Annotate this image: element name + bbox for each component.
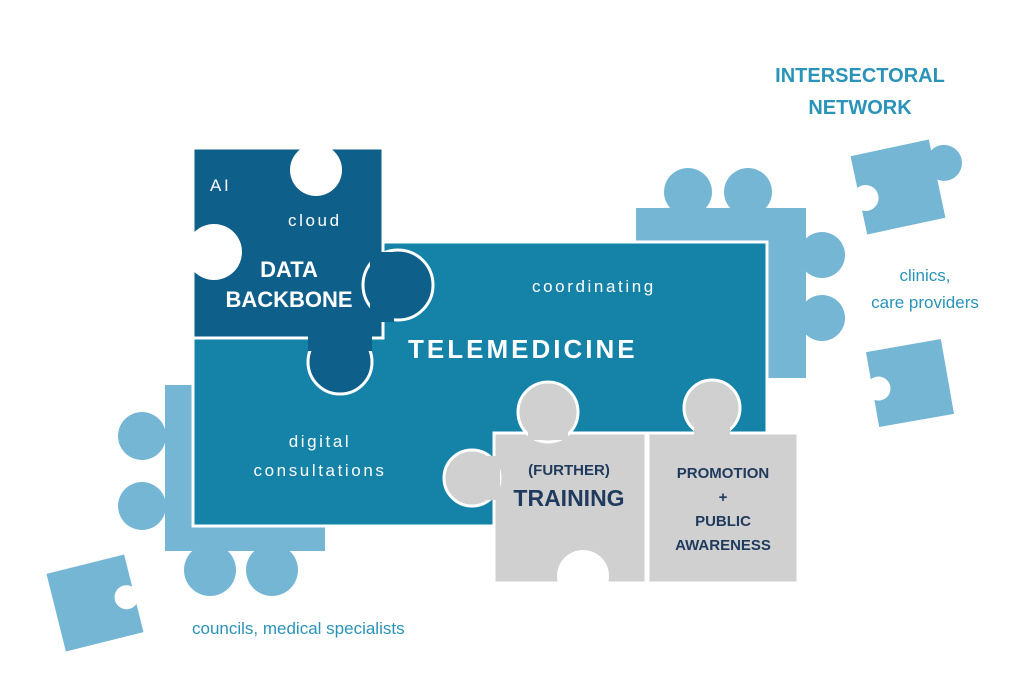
clinics-line-2: care providers	[871, 293, 979, 312]
title-line-2: NETWORK	[808, 97, 912, 119]
clinics-line-1: clinics,	[899, 266, 951, 285]
councils-label: councils, medical specialists	[192, 619, 405, 638]
training-label: (FURTHER) TRAINING	[494, 460, 644, 514]
promotion-line-2: +	[718, 489, 728, 506]
tag-cloud: cloud	[288, 211, 342, 230]
tag-digital-line-2: consultations	[253, 461, 387, 480]
telemedicine-title: TELEMEDICINE	[408, 334, 638, 364]
data-backbone-line-2: BACKBONE	[225, 287, 353, 312]
promotion-label: PROMOTION + PUBLIC AWARENESS	[648, 462, 798, 558]
puzzle-piece-floating-top	[850, 139, 962, 235]
puzzle-piece-floating-middle	[865, 338, 955, 428]
puzzle-piece-promotion	[646, 378, 800, 585]
promotion-line-1: PROMOTION	[676, 465, 770, 482]
clinics-label: clinics, care providers	[840, 262, 1010, 316]
puzzle-piece-data-backbone	[186, 144, 435, 396]
puzzle-piece-floating-bottom	[46, 554, 144, 652]
tag-digital-line-1: digital	[288, 432, 352, 451]
puzzle-piece-training	[442, 380, 648, 602]
training-line-2: TRAINING	[513, 485, 625, 511]
promotion-line-4: AWARENESS	[675, 537, 771, 554]
tag-coordinating: coordinating	[532, 277, 656, 296]
data-backbone-line-1: DATA	[260, 257, 318, 282]
title-line-1: INTERSECTORAL	[775, 65, 945, 87]
tag-ai: AI	[210, 176, 232, 195]
training-line-1: (FURTHER)	[528, 462, 610, 479]
intersectoral-network-title: INTERSECTORAL NETWORK	[740, 60, 980, 124]
promotion-line-3: PUBLIC	[695, 513, 751, 530]
data-backbone-label: DATA BACKBONE	[204, 255, 374, 315]
tag-digital-consultations: digital consultations	[220, 427, 420, 485]
